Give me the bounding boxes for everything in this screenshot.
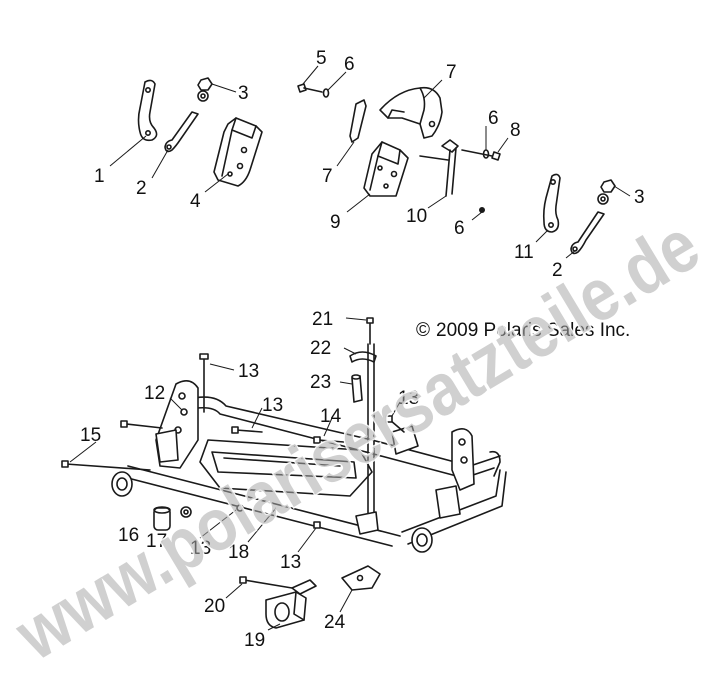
frame-right-foot — [411, 527, 433, 553]
part-17-nut — [180, 506, 192, 518]
callout-15: 15 — [80, 425, 101, 446]
callout-6: 5 — [316, 48, 327, 69]
copyright-notice: © 2009 Polaris Sales Inc. — [416, 320, 630, 341]
part-13-right-bracket — [391, 425, 475, 519]
part-2-link-rod — [164, 111, 199, 153]
part-10-link-plate — [419, 139, 459, 197]
callout-13c: 13 — [398, 388, 419, 409]
part-13-bolt-top — [199, 353, 209, 413]
callout-8: 7 — [446, 62, 457, 83]
part-14-bolt — [313, 436, 345, 444]
part-1-lever-arm — [137, 79, 158, 142]
part-13-bolt-right — [385, 415, 405, 433]
part-23-sleeve — [351, 374, 363, 403]
part-12-left-bracket — [155, 380, 199, 469]
part-6-bolt-top — [297, 83, 323, 93]
callout-13a: 13 — [238, 361, 259, 382]
callout-20: 20 — [204, 596, 225, 617]
part-19-bushing — [265, 579, 317, 629]
frame-left-foot — [111, 471, 133, 497]
part-13-bolt-low — [313, 521, 321, 529]
callout-21: 21 — [312, 309, 333, 330]
callout-6c: 6 — [454, 218, 465, 239]
callout-10: 10 — [406, 206, 427, 227]
callout-24: 24 — [324, 612, 346, 633]
part-3-nut-right — [597, 179, 616, 205]
callout-1: 1 — [94, 166, 105, 187]
callout-22: 22 — [310, 338, 331, 359]
callout-2b: 2 — [552, 260, 563, 281]
part-11-lever-arm-right — [542, 173, 561, 233]
part-8-cover — [379, 86, 443, 139]
callout-13b: 13 — [262, 395, 283, 416]
part-13-bolt-mid — [231, 426, 263, 434]
part-4-bracket-plate — [213, 117, 263, 187]
part-6-bolt-right — [461, 149, 501, 161]
part-12-bolt — [120, 420, 163, 429]
callout-13d: 13 — [190, 538, 211, 559]
part-20-bolt — [239, 576, 293, 589]
callout-11: 11 — [514, 242, 534, 263]
part-15-long-bolt — [61, 460, 151, 471]
part-13-nut-low — [236, 504, 244, 512]
callout-7b: 6 — [488, 108, 499, 129]
callout-3b: 3 — [634, 187, 645, 208]
part-9-mount-bracket — [363, 141, 409, 197]
callout-2: 2 — [136, 178, 147, 199]
callout-6b: 8 — [510, 120, 521, 141]
callout-16: 16 — [118, 525, 139, 546]
callout-3: 3 — [238, 83, 249, 104]
callout-13e: 13 — [280, 552, 301, 573]
part-21-bolt — [366, 317, 374, 345]
part-7-washer-top — [322, 88, 330, 98]
callout-9: 9 — [330, 212, 341, 233]
callout-7: 6 — [344, 54, 355, 75]
part-6-bolt-lower — [479, 207, 485, 213]
part-3-nut — [197, 77, 213, 102]
frame-main — [119, 343, 507, 547]
part-16-bushing — [153, 506, 171, 531]
callout-18: 18 — [228, 542, 249, 563]
callout-5: 7 — [322, 166, 333, 187]
callout-23: 23 — [310, 372, 331, 393]
callout-19: 19 — [244, 630, 265, 651]
callout-4: 4 — [190, 191, 201, 212]
callout-12: 12 — [144, 383, 165, 404]
callout-17: 17 — [146, 531, 167, 552]
copyright-text: 2009 Polaris Sales Inc. — [436, 320, 630, 341]
part-5-strap — [349, 99, 367, 143]
callout-14: 14 — [320, 406, 342, 427]
watermark-text: www.polarisersatzteile.de — [1, 203, 713, 676]
callout-labels: 1 2 3 4 5 6 7 8 6 7 9 10 6 11 2 3 21 22 … — [80, 48, 645, 651]
leader-lines — [69, 65, 631, 631]
copyright-symbol: © — [416, 320, 430, 341]
part-24-bracket — [341, 511, 381, 591]
